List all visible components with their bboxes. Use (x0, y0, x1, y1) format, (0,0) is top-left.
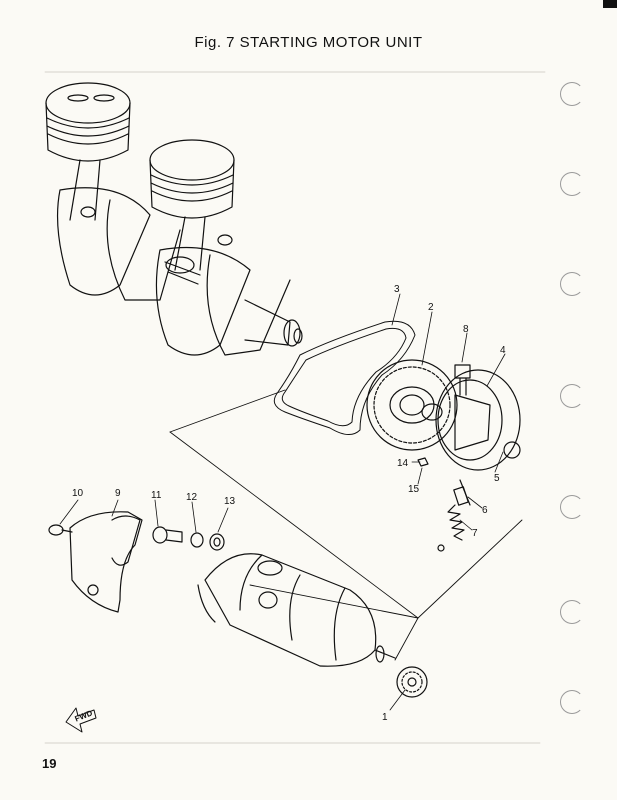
page-number: 19 (42, 756, 57, 771)
starter-chain (273, 320, 416, 435)
binder-hole-mark (560, 272, 584, 296)
callout-1: 1 (382, 712, 388, 723)
callout-4: 4 (500, 345, 506, 356)
callout-6: 6 (482, 505, 488, 516)
spring-and-roller (437, 479, 471, 552)
binder-hole-mark (560, 495, 584, 519)
assembly-outline (169, 389, 523, 661)
bolt-8 (454, 364, 471, 396)
callout-15: 15 (408, 484, 420, 495)
bolt-11 (152, 526, 183, 544)
fwd-arrow (65, 707, 97, 733)
callout-5: 5 (494, 473, 500, 484)
binder-hole-mark (560, 384, 584, 408)
figure-title: Fig. 7 STARTING MOTOR UNIT (194, 34, 423, 51)
starting-motor (197, 553, 396, 667)
callout-13: 13 (224, 496, 236, 507)
bleed-through-lines (44, 71, 546, 744)
callout-7: 7 (472, 528, 478, 539)
callout-3: 3 (394, 284, 400, 295)
washer-13 (209, 533, 225, 551)
callout-9: 9 (115, 488, 121, 499)
binder-hole-mark (560, 172, 584, 196)
starter-clutch (435, 369, 521, 471)
binder-hole-mark (560, 82, 584, 106)
binder-hole-mark (560, 600, 584, 624)
bolt-10 (48, 524, 73, 536)
binder-hole-mark (560, 690, 584, 714)
callout-8: 8 (463, 324, 469, 335)
cover-plate (69, 511, 143, 613)
leader-lines (59, 293, 506, 711)
page-edge-mark (603, 0, 617, 8)
starter-sprocket (366, 359, 458, 451)
crankshaft-assembly (45, 82, 303, 356)
callout-2: 2 (428, 302, 434, 313)
washer-12 (190, 532, 204, 548)
callout-12: 12 (186, 492, 198, 503)
callout-11: 11 (151, 490, 162, 501)
callout-10: 10 (72, 488, 84, 499)
callout-14: 14 (397, 458, 409, 469)
pinion-gear (396, 666, 428, 698)
